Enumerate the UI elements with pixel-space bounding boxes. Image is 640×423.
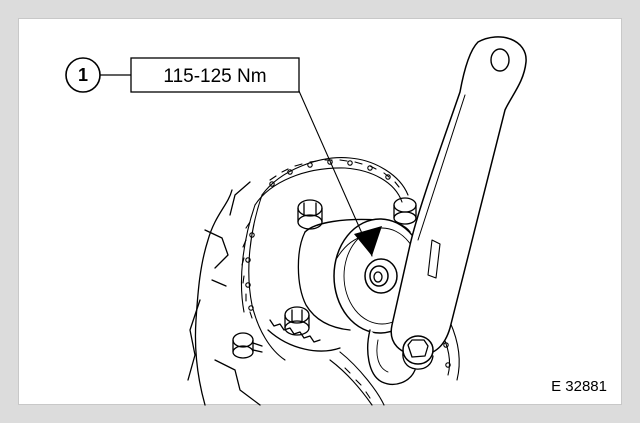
upper-right-stud <box>393 197 417 225</box>
callout-badge: 1 <box>65 57 131 93</box>
engine-block-outline <box>187 181 261 406</box>
locking-tool-wrench <box>367 36 527 386</box>
block-bolt <box>232 332 263 359</box>
torque-spec-box: 115-125 Nm <box>130 57 300 93</box>
torque-arrowhead <box>354 226 382 256</box>
figure-id: E 32881 <box>551 378 607 395</box>
lower-left-stud <box>284 306 310 336</box>
wrench-bolt <box>402 335 434 370</box>
torque-value: 115-125 Nm <box>163 66 266 87</box>
callout-leader-line <box>298 90 373 257</box>
timing-chain <box>240 157 460 406</box>
centre-bolt <box>364 258 398 294</box>
callout-number: 1 <box>78 65 88 85</box>
